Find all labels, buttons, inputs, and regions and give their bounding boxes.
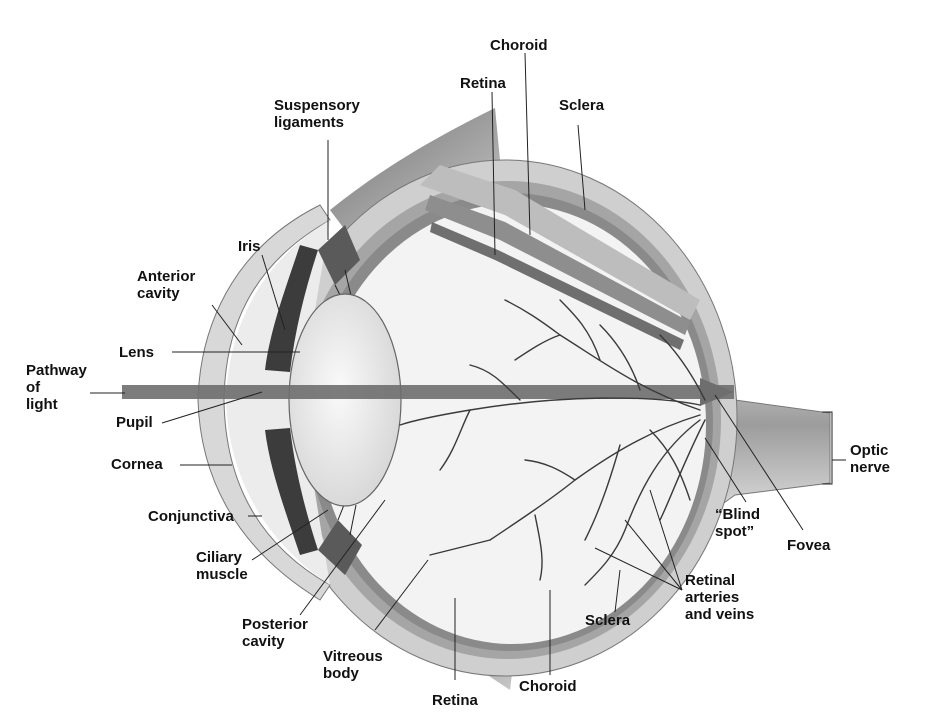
label-vessels-line1: Retinal xyxy=(685,572,754,589)
label-vitreous-body: Vitreous body xyxy=(323,648,383,682)
lens-shape xyxy=(289,294,401,506)
label-anterior-line1: Anterior xyxy=(137,268,195,285)
label-sclera-bottom: Sclera xyxy=(585,612,630,629)
label-pathway-line3: light xyxy=(26,396,87,413)
label-conjunctiva: Conjunctiva xyxy=(148,508,234,525)
label-choroid-bottom: Choroid xyxy=(519,678,577,695)
label-pathway-line1: Pathway xyxy=(26,362,87,379)
label-anterior-line2: cavity xyxy=(137,285,195,302)
label-posterior-cavity: Posterior cavity xyxy=(242,616,308,650)
label-pupil: Pupil xyxy=(116,414,153,431)
label-ciliary-line2: muscle xyxy=(196,566,248,583)
label-cornea: Cornea xyxy=(111,456,163,473)
label-vitreous-line2: body xyxy=(323,665,383,682)
label-suspensory-line2: ligaments xyxy=(274,114,360,131)
label-fovea: Fovea xyxy=(787,537,830,554)
label-pathway-line2: of xyxy=(26,379,87,396)
label-vessels-line3: and veins xyxy=(685,606,754,623)
label-pathway-of-light: Pathway of light xyxy=(26,362,87,413)
label-retinal-vessels: Retinal arteries and veins xyxy=(685,572,754,623)
label-anterior-cavity: Anterior cavity xyxy=(137,268,195,302)
label-optic-line2: nerve xyxy=(850,459,890,476)
label-ciliary-muscle: Ciliary muscle xyxy=(196,549,248,583)
label-posterior-line2: cavity xyxy=(242,633,308,650)
label-choroid-top: Choroid xyxy=(490,37,548,54)
label-suspensory-ligaments: Suspensory ligaments xyxy=(274,97,360,131)
label-vitreous-line1: Vitreous xyxy=(323,648,383,665)
label-suspensory-line1: Suspensory xyxy=(274,97,360,114)
label-vessels-line2: arteries xyxy=(685,589,754,606)
light-pathway-beam xyxy=(122,385,734,399)
label-sclera-top: Sclera xyxy=(559,97,604,114)
label-blind-spot: “Blind spot” xyxy=(715,506,760,540)
label-retina-bottom: Retina xyxy=(432,692,478,709)
label-blind-line2: spot” xyxy=(715,523,760,540)
label-blind-line1: “Blind xyxy=(715,506,760,523)
label-optic-line1: Optic xyxy=(850,442,890,459)
label-ciliary-line1: Ciliary xyxy=(196,549,248,566)
label-optic-nerve: Optic nerve xyxy=(850,442,890,476)
label-iris: Iris xyxy=(238,238,261,255)
label-posterior-line1: Posterior xyxy=(242,616,308,633)
label-retina-top: Retina xyxy=(460,75,506,92)
label-lens: Lens xyxy=(119,344,154,361)
